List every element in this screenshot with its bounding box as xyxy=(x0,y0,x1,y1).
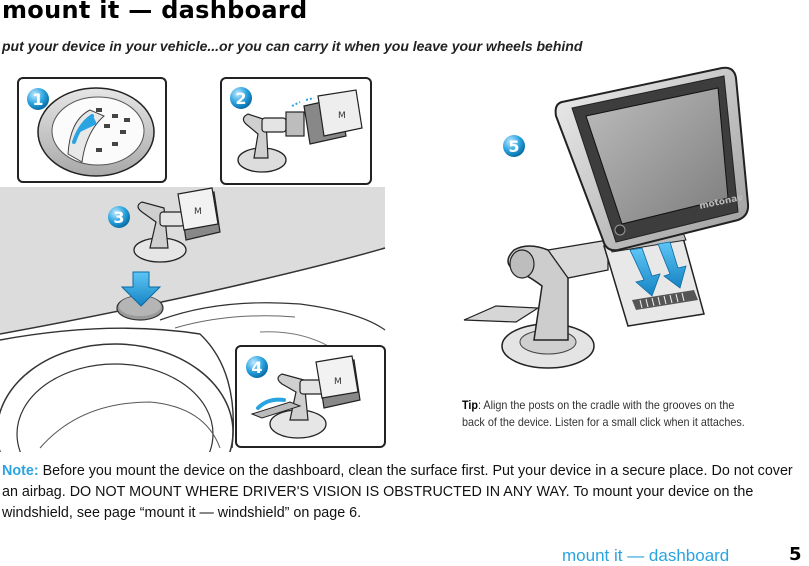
step-4-panel: M xyxy=(235,345,386,448)
note-paragraph: Note: Before you mount the device on the… xyxy=(2,460,804,523)
step-3-mount: M xyxy=(133,187,221,263)
step-2-panel: M xyxy=(220,77,372,185)
step-2-badge: 2 xyxy=(230,87,252,109)
down-arrow-icon xyxy=(120,271,162,307)
adhesive-disk xyxy=(116,295,164,321)
tip-body: : Align the posts on the cradle with the… xyxy=(462,398,745,429)
attach-arrow-left-icon xyxy=(629,247,661,297)
page-subtitle: put your device in your vehicle...or you… xyxy=(2,38,583,54)
svg-text:1: 1 xyxy=(32,90,43,109)
note-body: Before you mount the device on the dashb… xyxy=(2,462,793,521)
svg-text:M: M xyxy=(194,207,202,217)
tip-text: Tip: Align the posts on the cradle with … xyxy=(462,397,750,431)
svg-text:2: 2 xyxy=(235,89,246,108)
attach-arrow-right-icon xyxy=(657,241,687,289)
step-4-badge: 4 xyxy=(246,356,268,378)
tip-label: Tip xyxy=(462,398,479,412)
svg-text:4: 4 xyxy=(251,358,262,377)
device-cradle-illustration: motonav 5 xyxy=(463,66,750,369)
svg-text:5: 5 xyxy=(508,137,519,156)
step-5-badge: 5 xyxy=(503,135,525,157)
svg-text:M: M xyxy=(334,377,342,387)
note-label: Note: xyxy=(2,462,39,479)
dashboard-scene xyxy=(0,187,386,452)
svg-text:3: 3 xyxy=(113,208,124,227)
cradle-base xyxy=(463,239,609,369)
page-number: 5 xyxy=(789,544,802,565)
navigation-device: motonav xyxy=(554,66,750,252)
step-1-badge: 1 xyxy=(27,88,49,110)
step-1-panel xyxy=(17,77,167,183)
page-title: mount it — dashboard xyxy=(2,0,308,24)
svg-text:M: M xyxy=(338,111,346,121)
dashboard-mount-illustration: M M M 1 2 3 4 xyxy=(0,77,386,452)
footer-section-title: mount it — dashboard xyxy=(562,546,730,565)
step-3-badge: 3 xyxy=(108,206,130,228)
